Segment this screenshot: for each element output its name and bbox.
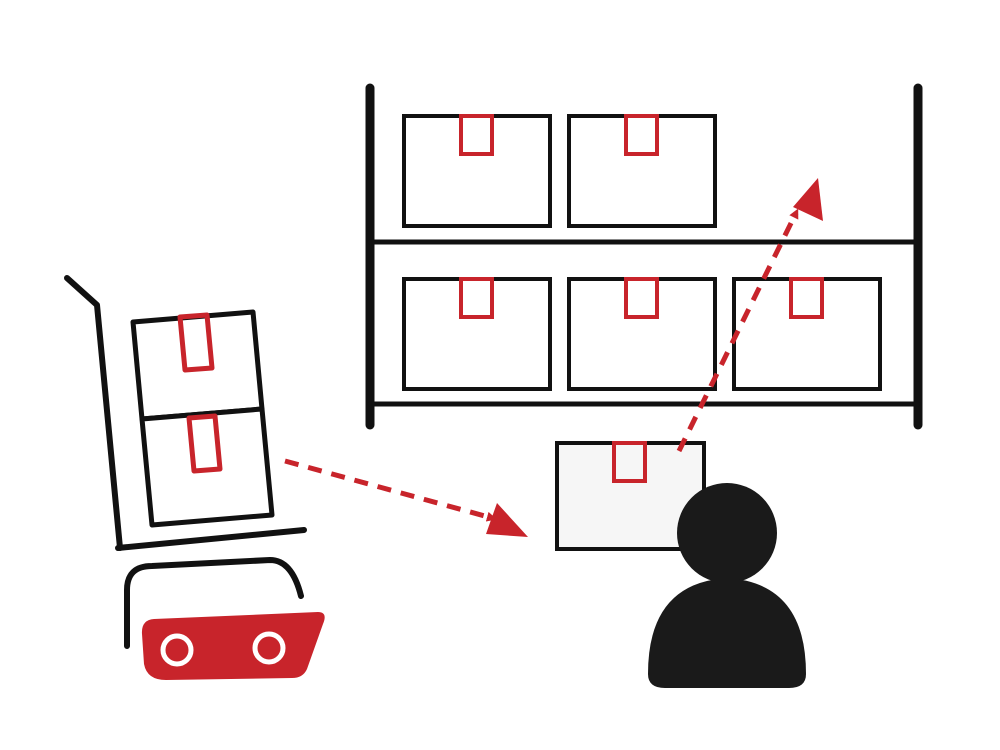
package-box-icon: [402, 277, 552, 391]
package-box-icon: [567, 277, 717, 391]
package-box-icon: [567, 114, 717, 228]
person-body: [648, 578, 806, 688]
dashed-arrow: [284, 208, 799, 522]
hand-truck-frame: [64, 275, 123, 551]
robot-handle: [124, 556, 304, 649]
arrow-truck-to-package: [284, 458, 497, 522]
arrowheads: [486, 178, 823, 537]
package-tape: [612, 441, 647, 483]
worker-person-icon: [648, 483, 806, 688]
shelving-rack-icon: [365, 83, 923, 430]
robot-body: [141, 612, 325, 680]
stacked-box-upper: [130, 309, 265, 422]
arrowhead-up: [793, 178, 823, 221]
package-box-icon: [402, 114, 552, 228]
robot-wheel-right: [252, 631, 286, 665]
shelf-bottom-row: [402, 277, 882, 391]
robot-base-icon: [124, 556, 325, 680]
hand-truck-nose-plate: [115, 527, 307, 551]
robot-wheel-left: [160, 633, 194, 667]
person-head: [677, 483, 777, 583]
stacked-box-lower: [139, 406, 275, 528]
shelf-top-row: [402, 114, 717, 228]
arrow-package-to-shelf: [676, 208, 799, 453]
hand-truck-icon: [64, 275, 307, 551]
arrowhead-right: [486, 503, 528, 537]
